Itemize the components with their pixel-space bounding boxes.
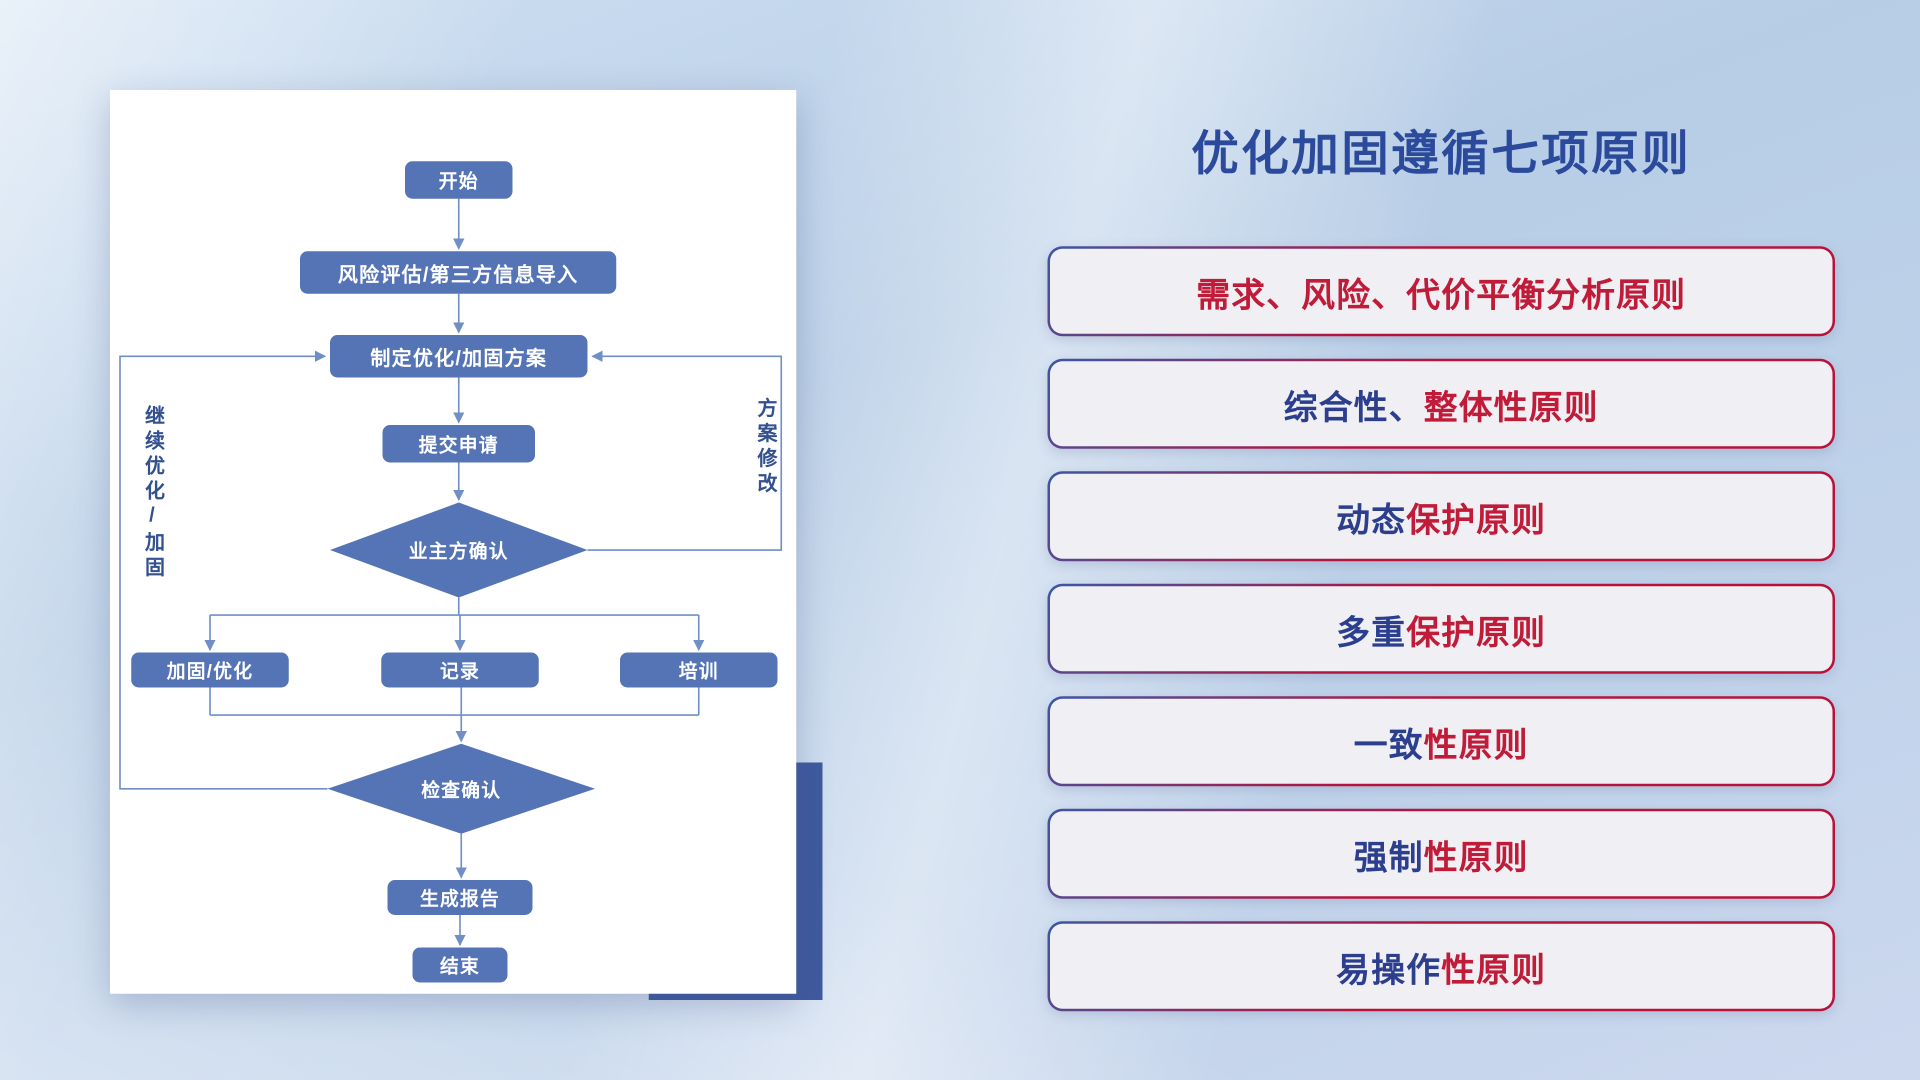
principle-box: 综合性、整体性原则 xyxy=(1047,358,1835,449)
principle-box: 多重保护原则 xyxy=(1047,583,1835,674)
principle-box: 动态保护原则 xyxy=(1047,471,1835,562)
principle-item: 易操作性原则 xyxy=(1050,923,1833,1009)
loop-label-continue-optimize: 继续优化/加固 xyxy=(141,405,163,582)
principle-text-red: 性原则 xyxy=(1441,950,1547,989)
principle-text-red: 保护原则 xyxy=(1406,613,1547,651)
flow-node-report: 生成报告 xyxy=(387,880,533,915)
principle-text-blue: 易操作 xyxy=(1336,950,1442,989)
flowchart-card: 开始 风险评估/第三方信息导入 制定优化/加固方案 提交申请 业主方确认 加固/… xyxy=(110,90,797,994)
flow-node-check-confirm-label: 检查确认 xyxy=(421,779,502,801)
principle-box: 易操作性原则 xyxy=(1047,921,1835,1012)
flow-node-end: 结束 xyxy=(412,947,508,983)
page-title: 优化加固遵循七项原则 xyxy=(1191,128,1692,182)
loop-label-plan-revise: 方案修改 xyxy=(753,397,775,498)
principle-box: 强制性原则 xyxy=(1047,808,1835,899)
principle-text-blue: 动态 xyxy=(1336,500,1407,539)
principle-box: 需求、风险、代价平衡分析原则 xyxy=(1047,246,1835,337)
principle-item: 强制性原则 xyxy=(1050,811,1833,897)
principle-item: 综合性、整体性原则 xyxy=(1050,361,1833,447)
principles-list: 需求、风险、代价平衡分析原则 综合性、整体性原则 动态保护原则 多重保护原则 一… xyxy=(1047,246,1835,1012)
principle-text-blue: 一致 xyxy=(1353,725,1424,764)
principle-text-blue: 强制 xyxy=(1353,838,1424,876)
principle-text-red: 保护原则 xyxy=(1406,500,1547,539)
flow-node-risk-import: 风险评估/第三方信息导入 xyxy=(300,251,617,294)
principle-item: 多重保护原则 xyxy=(1050,586,1833,672)
principle-text-blue: 综合性、 xyxy=(1283,388,1424,426)
principle-text-blue: 多重 xyxy=(1336,613,1407,651)
flow-node-training: 培训 xyxy=(620,652,778,688)
flowchart-connectors xyxy=(119,198,783,947)
diamond-check-confirm xyxy=(327,743,595,834)
principle-text-red: 整体性原则 xyxy=(1423,388,1599,426)
flow-node-record: 记录 xyxy=(381,652,539,688)
flow-node-submit: 提交申请 xyxy=(382,425,535,463)
principle-text-red: 性原则 xyxy=(1423,725,1529,764)
flow-node-start: 开始 xyxy=(405,161,513,199)
flow-node-owner-confirm-label: 业主方确认 xyxy=(408,540,509,562)
diamond-owner-confirm xyxy=(330,502,588,598)
principle-item: 需求、风险、代价平衡分析原则 xyxy=(1050,248,1833,334)
principle-text-red: 需求、风险、代价平衡分析原则 xyxy=(1196,275,1687,314)
principle-text-red: 性原则 xyxy=(1423,838,1529,876)
flow-node-make-plan: 制定优化/加固方案 xyxy=(330,335,588,378)
principle-item: 一致性原则 xyxy=(1050,698,1833,784)
principle-box: 一致性原则 xyxy=(1047,696,1835,787)
flow-node-reinforce: 加固/优化 xyxy=(131,652,289,688)
principle-item: 动态保护原则 xyxy=(1050,473,1833,559)
